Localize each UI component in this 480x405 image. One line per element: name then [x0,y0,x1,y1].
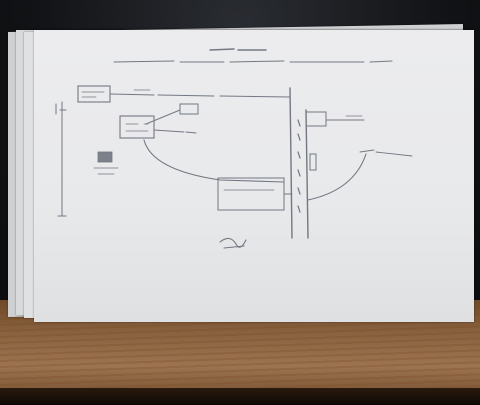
right-label-scribble [359,149,413,157]
signature-scribble [219,237,247,249]
left-label-scribble [55,103,67,115]
box-middle-left-text [125,123,149,132]
bus-component [309,153,317,171]
box-right [305,111,327,127]
box-small-diagonal [179,103,199,115]
table-edge-shadow [0,388,480,405]
box-lower [217,177,285,211]
box-top-left-text [81,91,105,98]
device-symbol [97,151,113,163]
subtitle-scribble [113,60,393,63]
curved-line-right [307,153,367,201]
curved-line-left [143,139,285,183]
bus-dashes [297,119,301,213]
diagonal-link [145,109,181,125]
box-middle-left [119,115,155,139]
top-connector-line [109,93,291,98]
paper-sheet-front [34,30,474,322]
box-middle-link [153,129,197,134]
vertical-bus-right [305,109,309,239]
device-label [93,167,119,175]
box-top-left [77,85,111,103]
vertical-bus-left [289,87,293,239]
title-scribble [209,48,267,51]
hand-drawn-diagram [55,48,413,249]
